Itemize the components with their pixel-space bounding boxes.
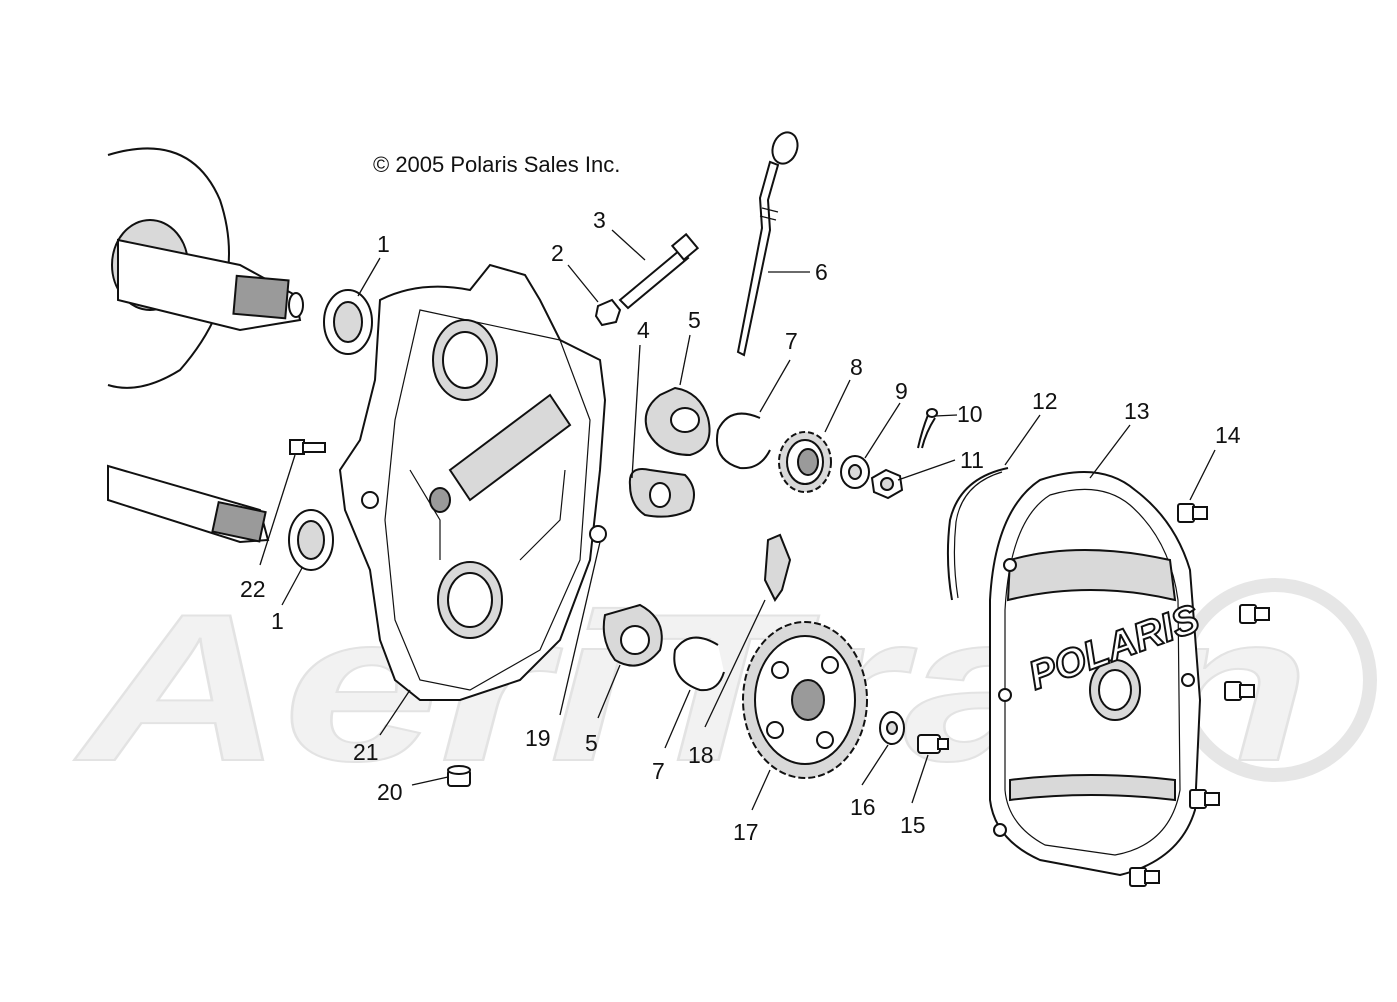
callout-15: 15 (900, 812, 926, 838)
gasket-12 (946, 467, 1009, 601)
bolt-3 (618, 232, 700, 310)
callout-3: 3 (593, 207, 606, 233)
bearing-lower (602, 603, 663, 667)
nut-11 (870, 468, 904, 500)
snap-ring-lower (673, 636, 725, 692)
callout-10: 10 (957, 401, 983, 427)
callout-17: 17 (733, 819, 759, 845)
drive-clutch-shaft (107, 147, 304, 389)
callout-2: 2 (551, 240, 564, 266)
bolt-22 (289, 439, 326, 455)
nut-2 (594, 298, 622, 327)
callout-7-lower: 7 (652, 758, 665, 784)
washer-9 (840, 455, 870, 489)
callout-1-lower: 1 (271, 608, 284, 634)
callout-12: 12 (1032, 388, 1058, 414)
sprocket-8 (778, 431, 832, 493)
callout-18: 18 (688, 742, 714, 768)
callout-5-upper: 5 (688, 307, 701, 333)
callout-22: 22 (240, 576, 266, 602)
callout-16: 16 (850, 794, 876, 820)
callout-5-lower: 5 (585, 730, 598, 756)
tensioner-4 (628, 468, 695, 518)
seal-lower (288, 509, 334, 571)
gear-17 (742, 621, 868, 779)
callout-21: 21 (353, 739, 379, 765)
callout-8: 8 (850, 354, 863, 380)
driven-shaft (107, 464, 270, 544)
plug-20 (447, 765, 471, 787)
copyright-notice: © 2005 Polaris Sales Inc. (373, 152, 620, 177)
callout-11: 11 (960, 447, 984, 473)
seal-upper (323, 289, 373, 355)
callout-14: 14 (1215, 422, 1241, 448)
snap-ring-upper (716, 412, 771, 470)
bolt-15 (917, 734, 949, 754)
chain-18 (763, 533, 792, 602)
callout-20: 20 (377, 779, 403, 805)
callout-19: 19 (525, 725, 551, 751)
cover-bolts-14 (1129, 503, 1270, 887)
washer-16 (879, 711, 905, 745)
callout-6: 6 (815, 259, 828, 285)
cotter-pin-10 (917, 408, 938, 449)
callouts: 1 1 2 3 4 5 5 6 7 7 8 9 10 11 12 13 14 1… (240, 207, 1241, 845)
chaincase-cover-13: POLARIS (989, 471, 1206, 877)
callout-7-upper: 7 (785, 328, 798, 354)
callout-9: 9 (895, 378, 908, 404)
bearing-upper (644, 386, 711, 457)
callout-4: 4 (637, 317, 650, 343)
leader-lines (259, 229, 1216, 811)
callout-1-upper: 1 (377, 231, 390, 257)
dipstick-6 (736, 131, 799, 357)
chaincase-housing (338, 263, 607, 701)
callout-13: 13 (1124, 398, 1150, 424)
